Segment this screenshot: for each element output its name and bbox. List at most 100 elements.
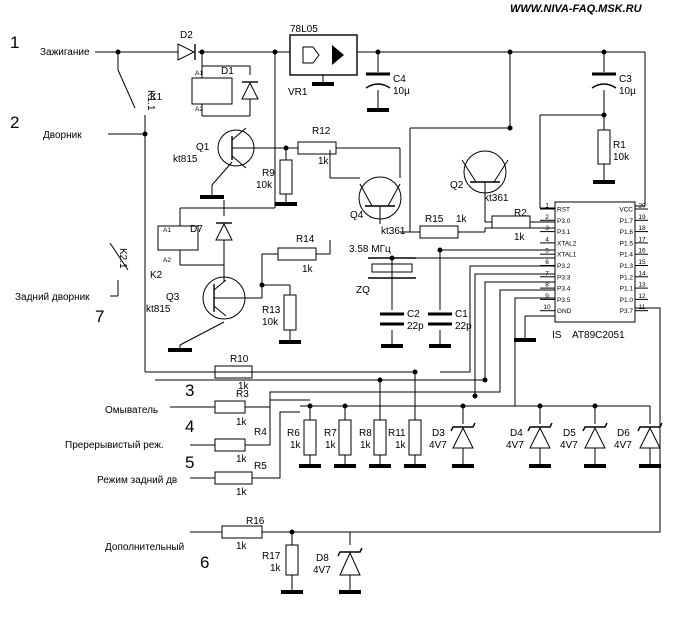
diode-d2 bbox=[177, 43, 196, 61]
mcu-right-pins: 20VCC19P1.718P1.617P1.516P1.415P1.314P1.… bbox=[619, 203, 648, 315]
c1-value: 22p bbox=[455, 321, 472, 332]
relay-k2-coil bbox=[157, 225, 199, 251]
c3-value: 10µ bbox=[619, 86, 636, 97]
terminal-7-label: Задний дворник bbox=[15, 292, 90, 303]
terminal-2-number: 2 bbox=[10, 113, 19, 132]
resistor-r6 bbox=[303, 419, 317, 456]
mcu-pin-number: 5 bbox=[545, 248, 549, 255]
transistor-q2 bbox=[461, 150, 509, 195]
mcu-pin-name: P1.6 bbox=[620, 229, 634, 236]
mcu-pin-name: P1.1 bbox=[620, 286, 634, 293]
relay-k1-label: K1 bbox=[150, 92, 163, 103]
relay-k1-a2: A2 bbox=[195, 106, 203, 113]
mcu-pin-number: 19 bbox=[638, 214, 646, 221]
mcu-pin-number: 6 bbox=[545, 259, 549, 266]
terminal-3-number: 3 bbox=[185, 381, 194, 400]
resistor-r15 bbox=[419, 225, 459, 239]
zener-d8 bbox=[337, 547, 363, 576]
r7-value: 1k bbox=[325, 440, 337, 451]
mcu-pin-number: 15 bbox=[638, 259, 646, 266]
mcu-pin-name: P3.5 bbox=[557, 297, 571, 304]
r5-ref: R5 bbox=[254, 461, 267, 472]
relay-k2-contact-label: K2.1 bbox=[117, 248, 128, 269]
mcu-pin-number: 11 bbox=[639, 304, 646, 311]
c1-ref: C1 bbox=[455, 309, 468, 320]
mcu-pin-name: P1.2 bbox=[620, 274, 634, 281]
mcu-pin-name: P3.4 bbox=[557, 286, 571, 293]
relay-k2-a1: A1 bbox=[163, 227, 171, 234]
mcu-pin-number: 4 bbox=[545, 236, 549, 243]
mcu-pin-name: P3.2 bbox=[557, 263, 571, 270]
d4-value: 4V7 bbox=[506, 440, 524, 451]
r2-ref: R2 bbox=[514, 208, 527, 219]
r15-value: 1k bbox=[456, 214, 468, 225]
regulator-name: 78L05 bbox=[290, 24, 318, 35]
mcu-pin-number: 13 bbox=[638, 282, 646, 289]
mcu-pin-name: P1.0 bbox=[620, 297, 634, 304]
c2-value: 22p bbox=[407, 321, 424, 332]
resistor-r1 bbox=[597, 129, 611, 165]
resistor-r5 bbox=[214, 471, 253, 485]
mcu-pin-number: 9 bbox=[545, 293, 549, 300]
r8-ref: R8 bbox=[359, 428, 372, 439]
mcu-pin-name: GND bbox=[557, 308, 572, 315]
zener-d3 bbox=[450, 422, 476, 449]
resistor-r7 bbox=[338, 419, 352, 456]
r2-value: 1k bbox=[514, 232, 526, 243]
c4-ref: C4 bbox=[393, 74, 406, 85]
transistor-q3 bbox=[202, 276, 248, 320]
terminal-1-label: Зажигание bbox=[40, 47, 90, 58]
ground-symbols bbox=[168, 82, 661, 594]
r4-ref: R4 bbox=[254, 427, 267, 438]
c2-ref: C2 bbox=[407, 309, 420, 320]
d5-value: 4V7 bbox=[560, 440, 578, 451]
r1-value: 10k bbox=[613, 152, 630, 163]
mcu-pin-name: P3.1 bbox=[557, 229, 571, 236]
mcu-pin-number: 16 bbox=[638, 248, 646, 255]
zener-d5 bbox=[582, 422, 608, 449]
terminal-5-number: 5 bbox=[185, 453, 194, 472]
terminal-4-label: Пререрывистый реж. bbox=[65, 440, 164, 451]
resistor-r12 bbox=[297, 141, 337, 155]
r14-ref: R14 bbox=[296, 234, 315, 245]
crystal-ref: ZQ bbox=[356, 285, 370, 296]
q4-type: kt361 bbox=[381, 226, 406, 237]
mcu-pin-name: RST bbox=[557, 207, 570, 214]
resistor-r11 bbox=[408, 419, 422, 456]
r6-ref: R6 bbox=[287, 428, 300, 439]
q1-type: kt815 bbox=[173, 154, 198, 165]
relay-k2-label: K2 bbox=[150, 270, 163, 281]
r11-value: 1k bbox=[395, 440, 407, 451]
transistor-q4 bbox=[358, 176, 402, 224]
r9-value: 10k bbox=[256, 180, 273, 191]
d6-value: 4V7 bbox=[614, 440, 632, 451]
r17-value: 1k bbox=[270, 563, 282, 574]
mcu-pin-number: 12 bbox=[638, 293, 646, 300]
r4-value: 1k bbox=[236, 454, 248, 465]
mcu-pin-name: P1.5 bbox=[620, 240, 634, 247]
d6-ref: D6 bbox=[617, 428, 630, 439]
mcu-pin-name: P1.3 bbox=[620, 263, 634, 270]
relay-k1-coil bbox=[191, 77, 233, 105]
resistor-r4 bbox=[214, 438, 246, 452]
site-url: WWW.NIVA-FAQ.MSK.RU bbox=[510, 3, 643, 15]
zener-d4 bbox=[527, 422, 553, 449]
terminal-6-label: Дополнительный bbox=[105, 542, 184, 553]
resistor-r3 bbox=[214, 400, 246, 414]
terminal-4-number: 4 bbox=[185, 417, 194, 436]
relay-k1-a1: A1 bbox=[195, 70, 203, 77]
capacitor-c1 bbox=[428, 312, 452, 326]
r16-value: 1k bbox=[236, 541, 248, 552]
resistor-r9 bbox=[279, 159, 293, 195]
relay-k1-contact-label: K1.1 bbox=[145, 90, 156, 111]
mcu-pin-number: 18 bbox=[638, 225, 646, 232]
regulator-ref: VR1 bbox=[288, 87, 308, 98]
terminal-2-label: Дворник bbox=[43, 130, 82, 141]
r15-ref: R15 bbox=[425, 214, 444, 225]
mcu-pin-name: P1.4 bbox=[620, 252, 634, 259]
capacitor-c2 bbox=[380, 312, 404, 326]
junction-dots bbox=[115, 49, 607, 535]
relay-k2-a2: A2 bbox=[163, 257, 171, 264]
terminal-5-label: Режим задний дв bbox=[97, 475, 177, 486]
r17-ref: R17 bbox=[262, 551, 281, 562]
